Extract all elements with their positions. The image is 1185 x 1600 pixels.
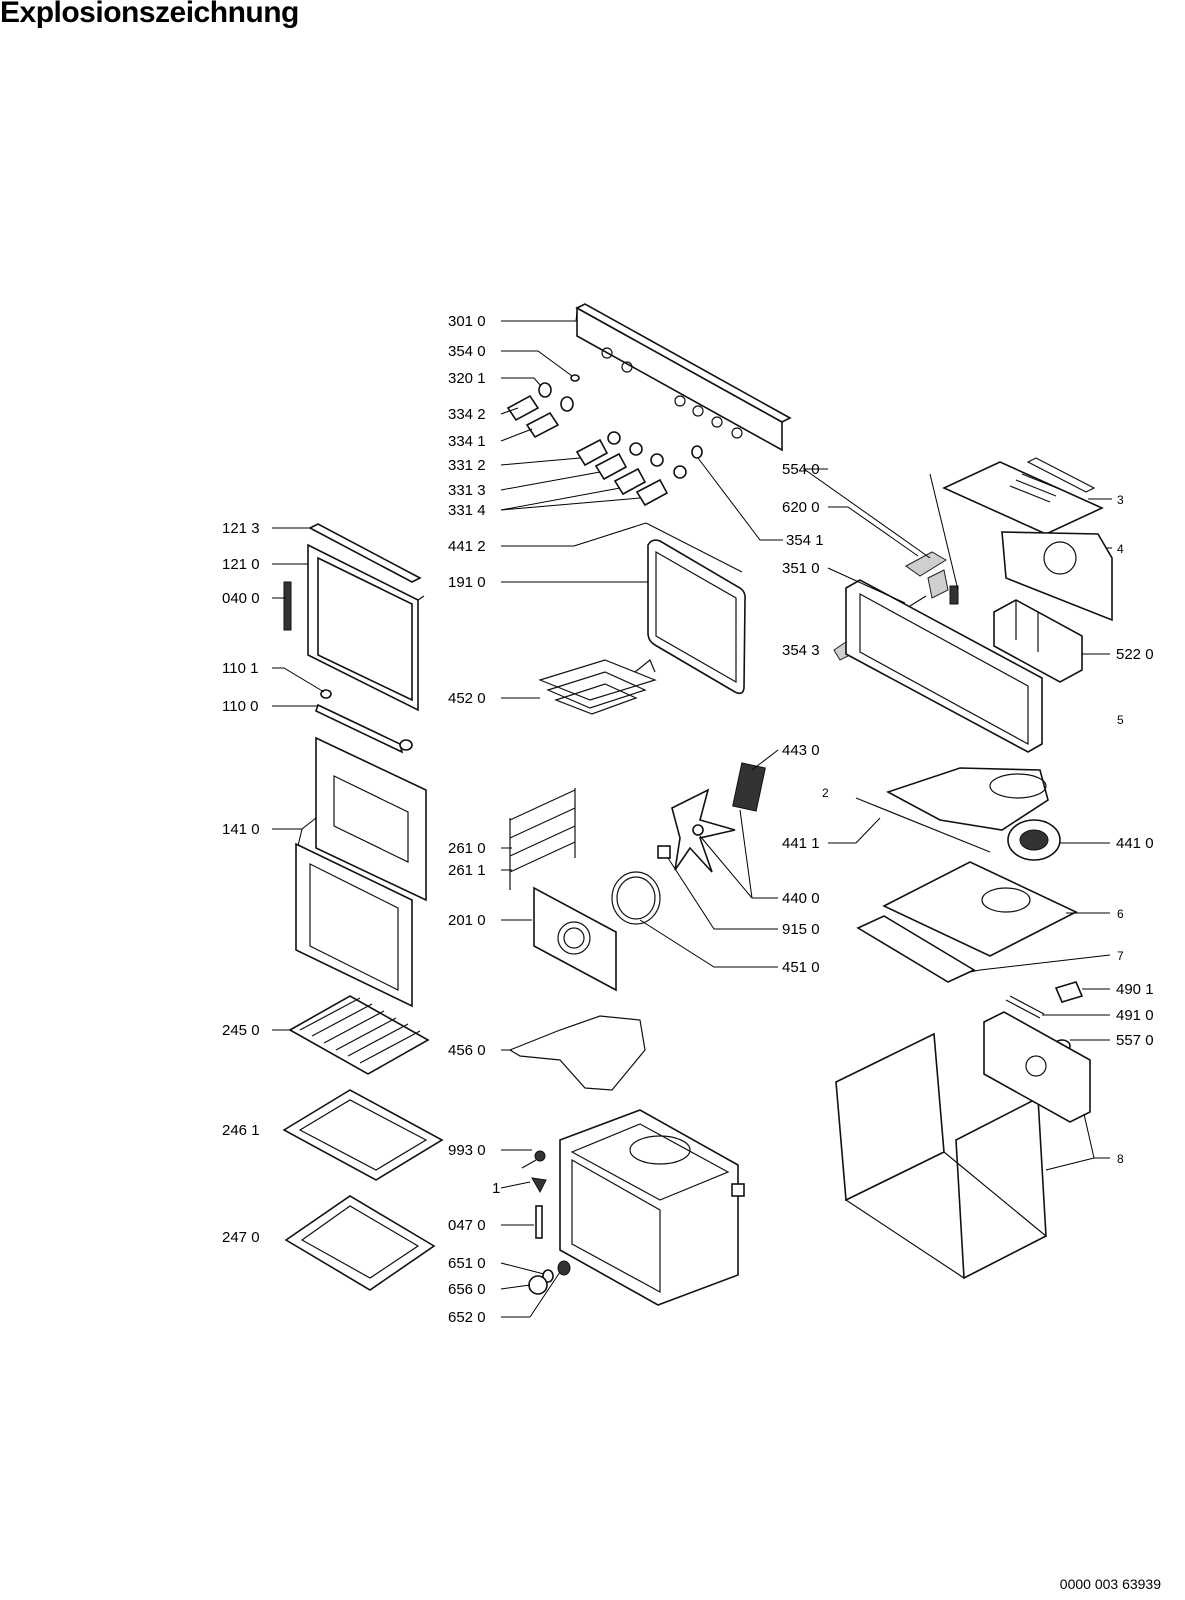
part-switch-block [993, 599, 1083, 683]
document-number: 0000 003 63939 [1059, 1576, 1161, 1592]
callout-656-0: 656 0 [448, 1281, 486, 1298]
callout-1: 1 [492, 1180, 500, 1197]
part-outer-door [307, 523, 425, 712]
callout-354-3: 354 3 [782, 642, 820, 659]
part-knobs-lower [575, 431, 703, 507]
callout-331-3: 331 3 [448, 482, 486, 499]
page-title: Explosionszeichnung [0, 0, 299, 29]
part-fan-motor [671, 762, 766, 873]
part-base-plates [856, 861, 1078, 983]
callout-6: 6 [1117, 907, 1124, 921]
part-small-fixings [521, 1150, 571, 1295]
callout-261-1: 261 1 [448, 862, 486, 879]
callout-246-1: 246 1 [222, 1122, 260, 1139]
part-fan-cover [855, 767, 1061, 861]
callout-141-0: 141 0 [222, 821, 260, 838]
part-control-panel-fascia [575, 303, 792, 452]
callout-110-0: 110 0 [222, 698, 258, 715]
part-door-seal [645, 522, 746, 695]
callout-201-0: 201 0 [448, 912, 486, 929]
part-housing [835, 1011, 1091, 1280]
callout-915-0: 915 0 [782, 921, 820, 938]
callout-620-0: 620 0 [782, 499, 820, 516]
callout-351-0: 351 0 [782, 560, 820, 577]
callout-3: 3 [1117, 493, 1124, 507]
callout-261-0: 261 0 [448, 840, 486, 857]
callout-334-2: 334 2 [448, 406, 486, 423]
callout-121-3: 121 3 [222, 520, 260, 537]
callout-047-0: 047 0 [448, 1217, 486, 1234]
callout-331-2: 331 2 [448, 457, 486, 474]
part-circular-heater [611, 845, 671, 925]
callout-443-0: 443 0 [782, 742, 820, 759]
part-bottom-heater [508, 1015, 646, 1091]
part-baking-tray [282, 1089, 444, 1181]
callout-121-0: 121 0 [222, 556, 260, 573]
part-wire-shelf [288, 995, 430, 1075]
callout-110-1: 110 1 [222, 660, 258, 677]
callout-441-1: 441 1 [782, 835, 820, 852]
part-top-panel [942, 457, 1113, 622]
callout-247-0: 247 0 [222, 1229, 260, 1246]
callout-7: 7 [1117, 949, 1124, 963]
callout-354-1: 354 1 [786, 532, 824, 549]
callout-331-4: 331 4 [448, 502, 486, 519]
leader-lines [272, 311, 1112, 1318]
callout-245-0: 245 0 [222, 1022, 260, 1039]
callout-354-0: 354 0 [448, 343, 486, 360]
callout-191-0: 191 0 [448, 574, 486, 591]
part-rear-wall [533, 886, 617, 992]
callout-4: 4 [1117, 542, 1124, 556]
part-shelf-supports [509, 788, 576, 890]
callout-522-0: 522 0 [1116, 646, 1154, 663]
part-deep-tray [284, 1195, 436, 1291]
part-inner-glass [295, 736, 427, 1008]
callout-557-0: 557 0 [1116, 1032, 1154, 1049]
callout-040-0: 040 0 [222, 590, 260, 607]
callout-490-1: 490 1 [1116, 981, 1154, 998]
callout-491-0: 491 0 [1116, 1007, 1154, 1024]
callout-301-0: 301 0 [448, 313, 486, 330]
callout-8: 8 [1117, 1152, 1124, 1166]
part-knobs-upper [506, 382, 574, 439]
callout-993-0: 993 0 [448, 1142, 486, 1159]
callout-labels: 301 0 354 0 320 1 334 2 334 1 331 2 331 … [222, 313, 1154, 1326]
part-door-handle [315, 689, 413, 754]
part-door-hinge [283, 581, 292, 631]
part-oven-cavity [559, 1109, 745, 1306]
callout-456-0: 456 0 [448, 1042, 486, 1059]
callout-652-0: 652 0 [448, 1309, 486, 1326]
callout-651-0: 651 0 [448, 1255, 486, 1272]
callout-334-1: 334 1 [448, 433, 486, 450]
part-grill-heater [538, 659, 657, 715]
callout-441-0: 441 0 [1116, 835, 1154, 852]
callout-5: 5 [1117, 713, 1124, 727]
callout-451-0: 451 0 [782, 959, 820, 976]
callout-320-1: 320 1 [448, 370, 486, 387]
callout-441-2: 441 2 [448, 538, 486, 555]
part-indicator-lamp [570, 374, 580, 382]
part-control-bracket [845, 579, 1043, 753]
callout-452-0: 452 0 [448, 690, 486, 707]
callout-2: 2 [822, 786, 829, 800]
callout-440-0: 440 0 [782, 890, 820, 907]
callout-554-0: 554 0 [782, 461, 820, 478]
